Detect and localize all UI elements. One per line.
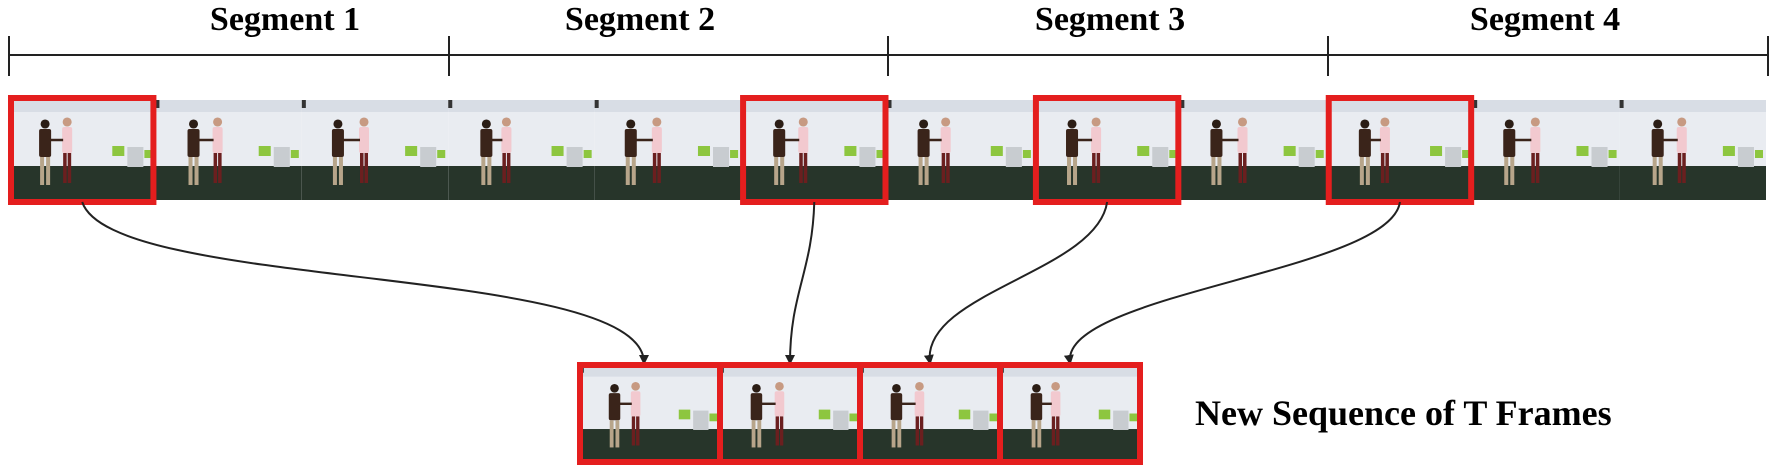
video-frame <box>155 100 302 200</box>
video-frame <box>741 100 888 200</box>
sampling-arrow <box>785 201 816 365</box>
video-frame <box>720 365 860 462</box>
video-frame <box>1180 100 1327 200</box>
video-frame <box>1619 100 1766 200</box>
segment-3-label: Segment 3 <box>1034 1 1186 38</box>
video-frame <box>448 100 595 200</box>
sampling-arrow <box>81 201 649 365</box>
video-frame <box>1473 100 1620 200</box>
segment-2-label: Segment 2 <box>564 1 716 38</box>
timeline-axis <box>8 36 1769 76</box>
new-sequence-label: New Sequence of T Frames <box>1195 393 1612 433</box>
sampling-arrow <box>1063 201 1401 365</box>
video-frames-row <box>8 95 1766 205</box>
video-frame <box>1326 100 1474 200</box>
segment-4-label: Segment 4 <box>1469 1 1621 38</box>
sampling-arrows <box>81 201 1401 365</box>
video-frame <box>301 100 449 200</box>
video-frame <box>1033 100 1181 200</box>
sampling-arrow <box>923 201 1109 365</box>
video-frame <box>580 365 720 462</box>
video-frame <box>1000 365 1140 462</box>
segment-1-label: Segment 1 <box>209 1 361 38</box>
video-frame <box>9 100 156 200</box>
video-frame <box>594 100 742 200</box>
new-sequence-frames <box>577 362 1143 465</box>
video-frame <box>887 100 1034 200</box>
video-frame <box>860 365 1000 462</box>
